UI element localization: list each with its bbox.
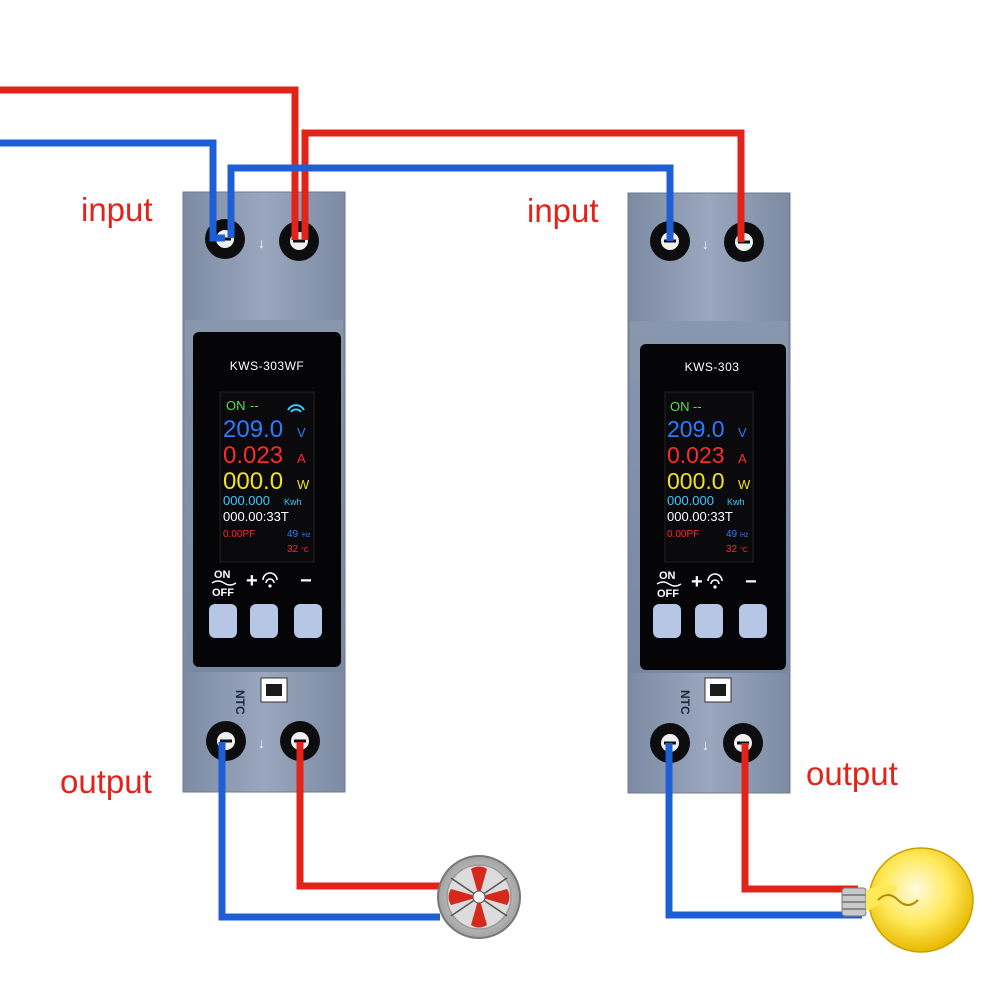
lcd-screen: ON -- 209.0 V 0.023 A 000.0 W 000.000 Kw… <box>219 391 315 563</box>
model-label: KWS-303 <box>685 360 740 374</box>
wifi-icon <box>262 572 278 584</box>
wifi-icon <box>287 404 305 413</box>
plus-wifi-button[interactable] <box>250 604 278 638</box>
power-unit: W <box>297 477 310 492</box>
timer-value: 000.00:33T <box>667 509 733 524</box>
on-off-button[interactable] <box>209 604 237 638</box>
terminal-symbol-icon: ↓ <box>702 236 709 252</box>
energy-value: 000.000 <box>223 493 270 508</box>
model-label: KWS-303WF <box>230 359 305 373</box>
terminal-top-right <box>279 221 319 261</box>
current-unit: A <box>738 451 747 466</box>
energy-unit: Kwh <box>727 497 745 507</box>
output-label-left: output <box>60 763 152 800</box>
wifi-dot-icon <box>713 585 717 589</box>
plus-wifi-button[interactable] <box>695 604 723 638</box>
wifi-dot-icon <box>268 584 272 588</box>
lcd-screen: ON -- 209.0 V 0.023 A 000.0 W 000.000 Kw… <box>664 391 754 563</box>
status-dash: -- <box>250 398 259 413</box>
ntc-port <box>704 677 732 703</box>
status-text: ON <box>670 399 690 414</box>
live-wire-output-left <box>296 742 440 890</box>
light-bulb-icon <box>841 847 974 953</box>
meter-device-right: KWS-303 ON -- 209.0 V 0.023 A 000.0 W 00… <box>627 192 791 794</box>
minus-button[interactable] <box>294 604 322 638</box>
wires <box>0 86 862 921</box>
current-unit: A <box>297 451 306 466</box>
voltage-value: 209.0 <box>667 416 725 442</box>
neutral-wire-output-right <box>665 743 862 919</box>
power-value: 000.0 <box>667 468 725 494</box>
off-label: OFF <box>657 588 679 600</box>
neutral-wire-output-left <box>218 742 440 921</box>
minus-button[interactable] <box>739 604 767 638</box>
frequency-value: 49 <box>287 529 299 540</box>
fan-icon <box>437 855 521 939</box>
timer-value: 000.00:33T <box>223 509 289 524</box>
input-label-left: input <box>81 191 153 228</box>
temperature-unit: °C <box>740 546 748 554</box>
temperature-value: 32 <box>726 544 738 555</box>
voltage-unit: V <box>297 425 306 440</box>
power-factor: 0.00PF <box>223 529 255 540</box>
temperature-value: 32 <box>287 544 299 555</box>
power-factor: 0.00PF <box>667 529 699 540</box>
plus-symbol: + <box>691 571 703 593</box>
live-wire-bridge <box>301 129 745 242</box>
ntc-label: NTC <box>678 690 692 715</box>
frequency-unit: Hz <box>740 532 749 539</box>
plus-symbol: + <box>246 570 258 592</box>
terminal-symbol-icon: ↓ <box>702 737 709 753</box>
voltage-value: 209.0 <box>223 416 283 443</box>
neutral-wire-input-left <box>0 139 225 242</box>
neutral-wire-bridge <box>227 164 674 241</box>
current-value: 0.023 <box>667 442 725 468</box>
minus-symbol: − <box>745 571 757 593</box>
input-label-right: input <box>527 192 599 229</box>
toggle-icon <box>656 581 682 587</box>
minus-symbol: − <box>300 570 312 592</box>
live-wire-output-right <box>741 743 858 893</box>
frequency-unit: Hz <box>302 532 311 539</box>
status-dash: -- <box>693 399 702 414</box>
toggle-icon <box>211 580 237 586</box>
terminal-bottom-left <box>206 721 246 761</box>
meter-device-left: KWS-303WF ON -- 209.0 V 0.023 A 000.0 W … <box>182 191 346 793</box>
on-label: ON <box>214 569 231 581</box>
frequency-value: 49 <box>726 529 738 540</box>
on-off-button[interactable] <box>653 604 681 638</box>
terminal-symbol-icon: ↓ <box>258 735 265 751</box>
terminal-bottom-right <box>280 721 320 761</box>
temperature-unit: °C <box>301 546 309 554</box>
current-value: 0.023 <box>223 442 283 469</box>
energy-value: 000.000 <box>667 493 714 508</box>
off-label: OFF <box>212 587 234 599</box>
live-wire-input-left <box>0 86 299 240</box>
power-value: 000.0 <box>223 468 283 495</box>
ntc-label: NTC <box>233 690 247 715</box>
status-text: ON <box>226 398 246 413</box>
output-label-right: output <box>806 755 898 792</box>
on-label: ON <box>659 570 676 582</box>
terminal-symbol-icon: ↓ <box>258 235 265 251</box>
power-unit: W <box>738 477 751 492</box>
voltage-unit: V <box>738 425 747 440</box>
wifi-icon <box>707 573 723 585</box>
energy-unit: Kwh <box>284 497 302 507</box>
